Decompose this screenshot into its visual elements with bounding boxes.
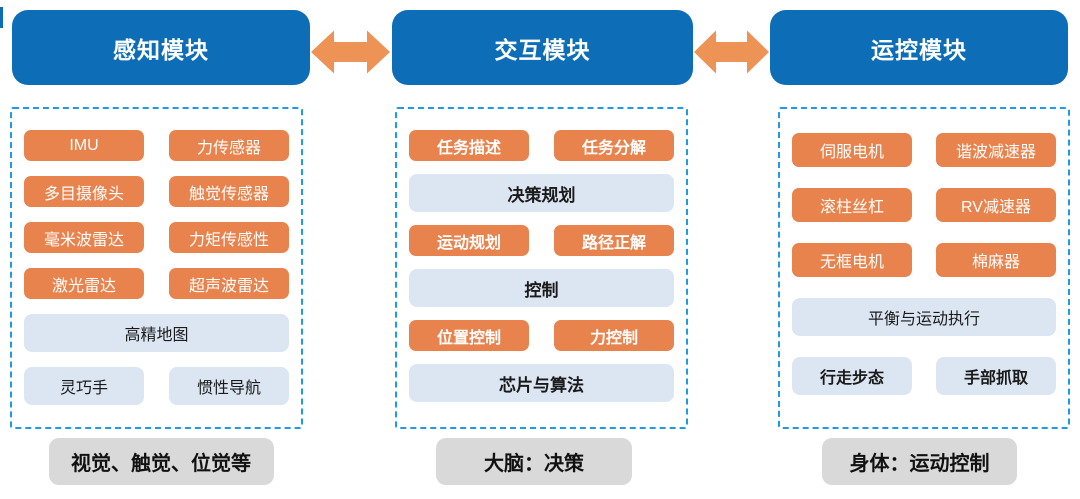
chip-task-decomposition: 任务分解 (554, 130, 674, 161)
interaction-module-header: 交互模块 (392, 10, 693, 85)
row-actuators-1: 伺服电机 谐波减速器 (792, 133, 1056, 167)
chip-multi-camera: 多目摄像头 (24, 176, 144, 207)
chip-mianma-qi: 棉麻器 (936, 243, 1056, 277)
chip-walking-gait: 行走步态 (792, 357, 912, 395)
row-sensors-1: IMU 力传感器 (24, 130, 289, 161)
double-arrow-icon (311, 29, 390, 80)
perception-items-panel: IMU 力传感器 多目摄像头 触觉传感器 毫米波雷达 力矩传感性 激光雷达 超声… (10, 107, 303, 429)
chip-harmonic-reducer: 谐波减速器 (936, 133, 1056, 167)
row-sensors-2: 多目摄像头 触觉传感器 (24, 176, 289, 207)
row-balance-execution: 平衡与运动执行 (792, 298, 1056, 336)
chip-imu: IMU (24, 130, 144, 161)
row-chip-algorithm: 芯片与算法 (409, 364, 674, 402)
chip-lidar: 激光雷达 (24, 268, 144, 299)
chip-dexterous-hand: 灵巧手 (24, 367, 144, 405)
chip-force-control: 力控制 (554, 320, 674, 351)
row-planning: 运动规划 路径正解 (409, 225, 674, 256)
chip-rv-reducer: RV减速器 (936, 188, 1056, 222)
chip-decision-planning: 决策规划 (409, 174, 674, 212)
chip-task-description: 任务描述 (409, 130, 529, 161)
motion-control-items-panel: 伺服电机 谐波减速器 滚柱丝杠 RV减速器 无框电机 棉麻器 平衡与运动执行 行… (778, 107, 1070, 429)
row-sensors-4: 激光雷达 超声波雷达 (24, 268, 289, 299)
row-task: 任务描述 任务分解 (409, 130, 674, 161)
row-actuators-3: 无框电机 棉麻器 (792, 243, 1056, 277)
motion-control-module-header: 运控模块 (770, 10, 1068, 85)
row-decision-planning: 决策规划 (409, 174, 674, 212)
chip-path-solution: 路径正解 (554, 225, 674, 256)
chip-torque-sensor: 力矩传感性 (169, 222, 289, 253)
chip-hd-map: 高精地图 (24, 314, 289, 352)
interaction-items-panel: 任务描述 任务分解 决策规划 运动规划 路径正解 控制 位置控制 力控制 芯片与… (395, 107, 688, 429)
clipped-edge-artifact (0, 7, 3, 28)
double-arrow-icon (694, 29, 769, 80)
chip-balance-motion-execution: 平衡与运动执行 (792, 298, 1056, 336)
chip-servo-motor: 伺服电机 (792, 133, 912, 167)
row-sensors-3: 毫米波雷达 力矩传感性 (24, 222, 289, 253)
row-actuators-2: 滚柱丝杠 RV减速器 (792, 188, 1056, 222)
column-perception: 感知模块 IMU 力传感器 多目摄像头 触觉传感器 毫米波雷达 力矩传感性 激光… (10, 10, 310, 485)
chip-roller-screw: 滚柱丝杠 (792, 188, 912, 222)
chip-control: 控制 (409, 269, 674, 307)
chip-hand-grasping: 手部抓取 (936, 357, 1056, 395)
row-hd-map: 高精地图 (24, 314, 289, 352)
chip-ultrasonic-radar: 超声波雷达 (169, 268, 289, 299)
chip-mmwave-radar: 毫米波雷达 (24, 222, 144, 253)
interaction-footer-label: 大脑：决策 (436, 438, 632, 485)
perception-module-header: 感知模块 (12, 10, 310, 85)
chip-frameless-motor: 无框电机 (792, 243, 912, 277)
row-gait-grasp: 行走步态 手部抓取 (792, 357, 1056, 395)
chip-motion-planning: 运动规划 (409, 225, 529, 256)
chip-inertial-navigation: 惯性导航 (169, 367, 289, 405)
perception-footer-label: 视觉、触觉、位觉等 (48, 438, 274, 485)
column-interaction: 交互模块 任务描述 任务分解 决策规划 运动规划 路径正解 控制 位置控制 力控… (392, 10, 693, 485)
row-control-types: 位置控制 力控制 (409, 320, 674, 351)
column-motion-control: 运控模块 伺服电机 谐波减速器 滚柱丝杠 RV减速器 无框电机 棉麻器 平衡与运… (770, 10, 1070, 485)
chip-force-sensor: 力传感器 (169, 130, 289, 161)
row-control: 控制 (409, 269, 674, 307)
chip-position-control: 位置控制 (409, 320, 529, 351)
motion-control-footer-label: 身体：运动控制 (822, 438, 1017, 485)
chip-chip-and-algorithm: 芯片与算法 (409, 364, 674, 402)
row-hand-nav: 灵巧手 惯性导航 (24, 367, 289, 405)
chip-tactile-sensor: 触觉传感器 (169, 176, 289, 207)
